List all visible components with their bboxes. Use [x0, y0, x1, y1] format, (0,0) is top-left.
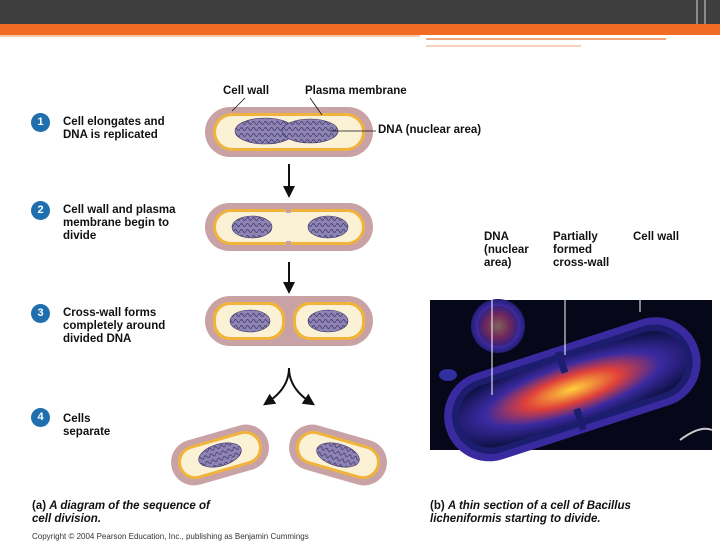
- accent-rule: [426, 38, 666, 40]
- cell-step-4-right: [289, 424, 387, 486]
- step-2-text: Cell wall and plasma membrane begin to d…: [63, 204, 176, 242]
- cell-step-4-left: [171, 424, 269, 486]
- arrow-step-3-4-left: [263, 367, 290, 406]
- caption-a-label: (a): [32, 500, 47, 512]
- leader-cell-wall: [231, 97, 246, 112]
- accent-rule: [0, 35, 420, 37]
- caption-a: (a) A diagram of the sequence of cell di…: [32, 500, 222, 526]
- title-bar-divider: [704, 0, 706, 24]
- step-3-badge: 3: [31, 304, 50, 323]
- step-1-text: Cell elongates and DNA is replicated: [63, 116, 165, 141]
- caption-b-text-1: A thin section of a cell of: [447, 500, 587, 512]
- micrograph: [430, 299, 713, 462]
- cell-step-1: [205, 107, 373, 157]
- title-bar-divider: [696, 0, 698, 24]
- step-1-badge: 1: [31, 113, 50, 132]
- step-4-badge: 4: [31, 408, 50, 427]
- cell-step-2: [205, 203, 373, 251]
- accent-rule: [426, 45, 581, 47]
- label-cell-wall: Cell wall: [223, 85, 270, 97]
- arrow-step-3-4-right: [288, 367, 315, 406]
- step-3-text: Cross-wall forms completely around divid…: [63, 307, 166, 345]
- caption-b-text-2: starting to divide.: [501, 513, 601, 525]
- caption-b: (b) A thin section of a cell of Bacillus…: [430, 500, 670, 526]
- caption-a-text: A diagram of the sequence of cell divisi…: [32, 500, 210, 525]
- label-micro-dna: DNA (nuclear area): [484, 231, 529, 269]
- caption-b-label: (b): [430, 500, 445, 512]
- leader-plasma-membrane: [309, 97, 323, 116]
- label-micro-cross-wall: Partially formed cross-wall: [553, 231, 610, 269]
- label-dna-nuclear-area: DNA (nuclear area): [378, 124, 482, 136]
- title-bar: [0, 0, 720, 24]
- step-4-text: Cells separate: [63, 413, 111, 438]
- label-plasma-membrane: Plasma membrane: [305, 85, 407, 97]
- accent-bar: [0, 24, 720, 35]
- copyright-text: Copyright © 2004 Pearson Education, Inc.…: [32, 532, 309, 541]
- label-micro-cell-wall: Cell wall: [633, 231, 680, 243]
- step-2-badge: 2: [31, 201, 50, 220]
- cell-step-3: [205, 296, 373, 346]
- caption-b-species: Bacillus licheniformis: [430, 500, 631, 525]
